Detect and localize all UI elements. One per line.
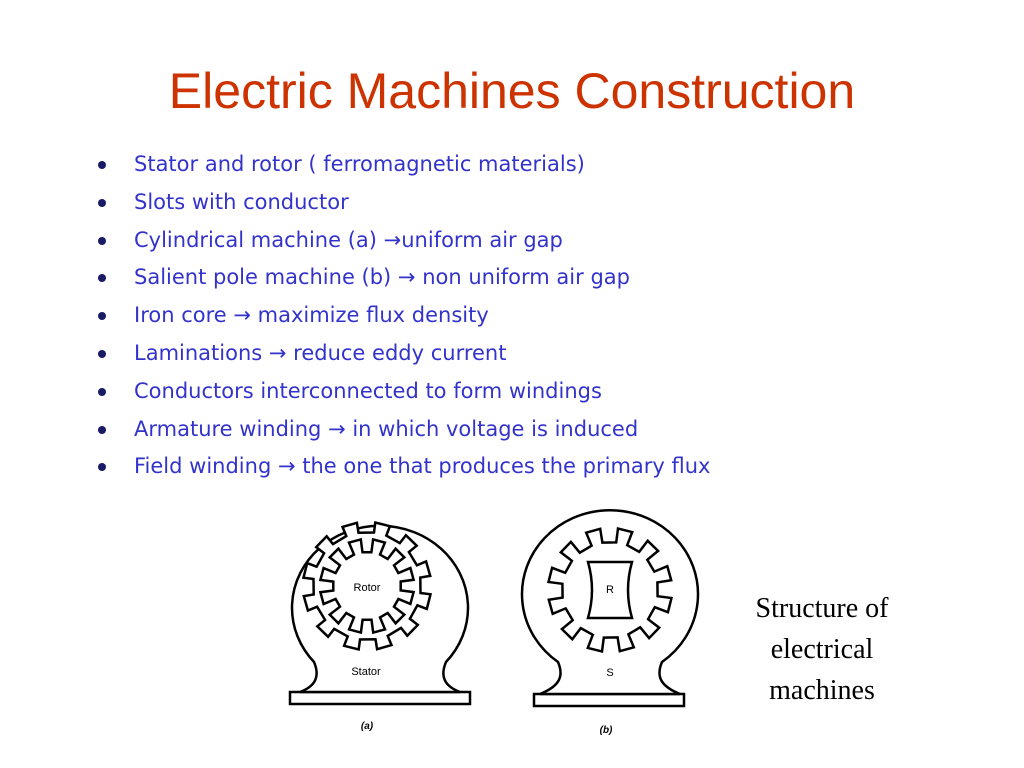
machine-a-base (288, 690, 472, 706)
bullet-text: Salient pole machine (b) → non uniform a… (134, 265, 630, 290)
cylindrical-machine-diagram: Rotor Stator (a) (288, 520, 472, 732)
bullet-dot-icon (98, 274, 106, 283)
bullet-dot-icon (98, 387, 106, 396)
bullet-text: Cylindrical machine (a) →uniform air gap (134, 227, 563, 252)
caption-line: electrical (770, 634, 874, 665)
caption-line: Structure of (755, 593, 889, 624)
machine-a-rotor-label: Rotor (354, 582, 381, 594)
machine-b-rotor-label: R (606, 584, 614, 596)
caption-line: machines (769, 675, 875, 706)
machine-b-stator-label: S (606, 667, 613, 679)
bullet-text: Conductors interconnected to form windin… (134, 378, 602, 403)
bullet-dot-icon (98, 463, 106, 472)
bullet-dot-icon (98, 198, 106, 207)
bullet-text: Stator and rotor ( ferromagnetic materia… (134, 152, 585, 176)
machine-a-stator-label: Stator (351, 666, 381, 678)
slide-title: Electric Machines Construction (168, 63, 856, 119)
bullet-dot-icon (98, 425, 106, 434)
machine-a-sub-label: (a) (361, 721, 374, 732)
bullet-dot-icon (98, 312, 106, 321)
machine-b-base (532, 692, 686, 708)
bullet-dot-icon (98, 349, 106, 358)
bullet-text: Iron core → maximize flux density (134, 303, 489, 328)
figure-caption: Structure of electrical machines (732, 588, 912, 711)
bullet-text: Field winding → the one that produces th… (134, 454, 711, 479)
rotor-a-gear (318, 537, 416, 635)
salient-rotor (586, 560, 634, 620)
machine-structure-figure: Rotor Stator (a) R S (b) (288, 509, 700, 736)
bullet-dot-icon (98, 161, 106, 169)
bullet-text: Armature winding → in which voltage is i… (134, 416, 639, 441)
bullet-text: Laminations → reduce eddy current (134, 340, 507, 365)
bullet-text: Slots with conductor (134, 189, 349, 214)
bullet-dot-icon (98, 236, 106, 245)
salient-pole-machine-diagram: R S (b) (520, 509, 700, 736)
machine-b-sub-label: (b) (600, 725, 613, 736)
